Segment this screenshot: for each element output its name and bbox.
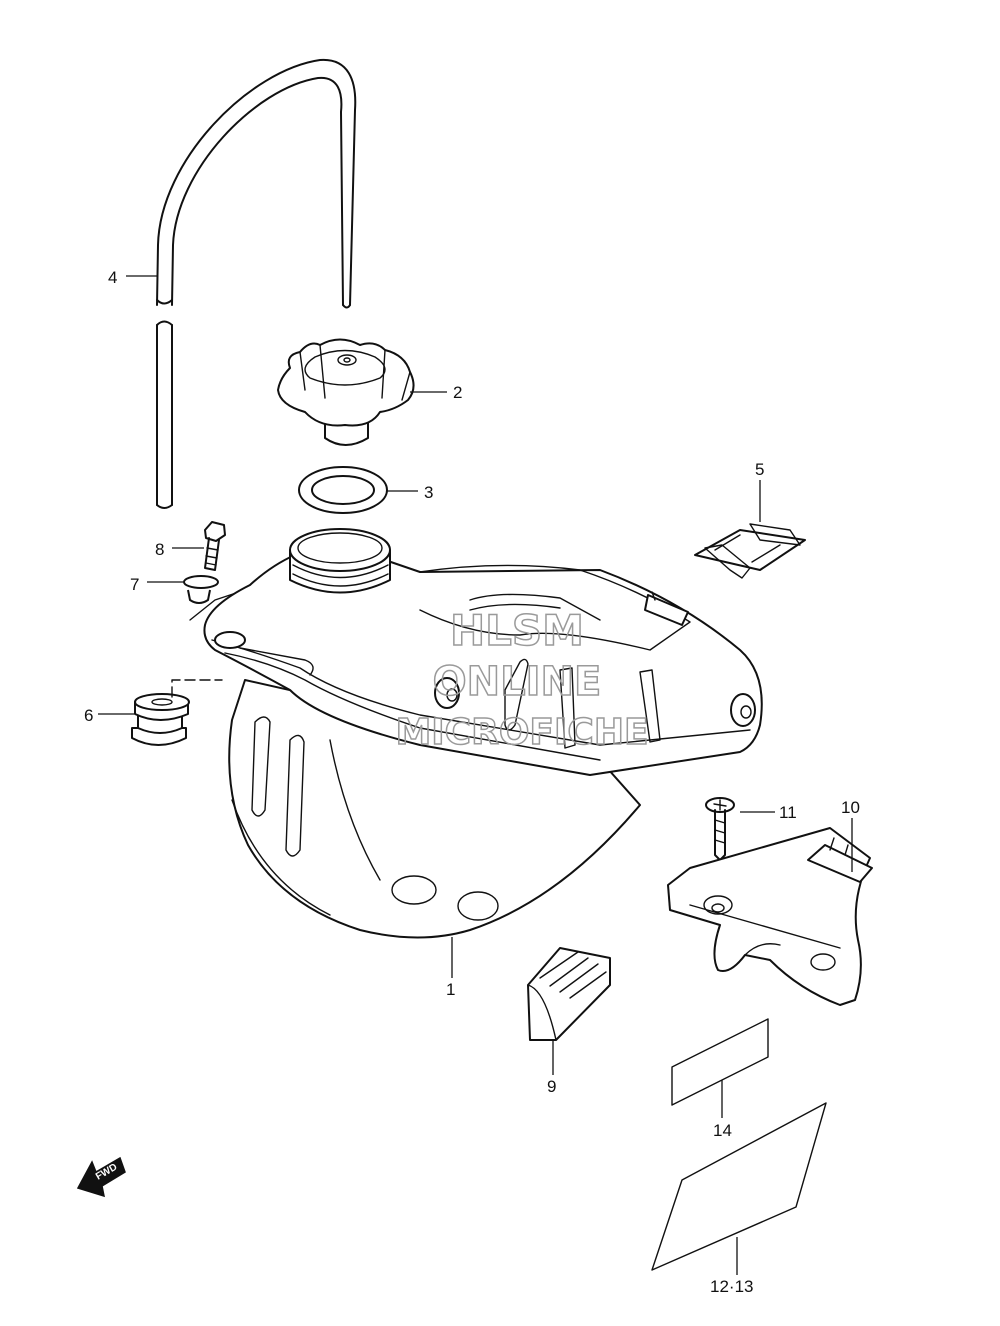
cushion-part-9[interactable] bbox=[527, 947, 611, 1041]
watermark-line-3: MICROFICHE bbox=[395, 712, 648, 753]
watermark-line-1: HLSM bbox=[450, 606, 584, 655]
callout-4: 4 bbox=[108, 268, 117, 287]
collar-part-7[interactable] bbox=[183, 575, 219, 604]
callout-9: 9 bbox=[547, 1077, 556, 1096]
callout-12-13: 12·13 bbox=[710, 1277, 753, 1296]
callout-labels: 4 2 3 5 8 7 6 11 10 1 9 14 12·13 bbox=[84, 268, 860, 1296]
label-part-12-13[interactable] bbox=[651, 1102, 827, 1271]
callout-6: 6 bbox=[84, 706, 93, 725]
label-part-14[interactable] bbox=[671, 1018, 769, 1106]
fuel-cap-part-2[interactable] bbox=[277, 338, 415, 446]
callout-1: 1 bbox=[446, 980, 455, 999]
bracket-part-10[interactable] bbox=[667, 827, 873, 1006]
gasket-part-3[interactable] bbox=[298, 466, 388, 514]
watermark-line-2: ONLINE bbox=[433, 659, 602, 705]
bolt-part-8[interactable] bbox=[204, 521, 226, 571]
forward-arrow-icon: FWD bbox=[76, 1156, 126, 1198]
grommet-part-6[interactable] bbox=[131, 693, 190, 746]
callout-8: 8 bbox=[155, 540, 164, 559]
fuel-tank-part-1[interactable] bbox=[203, 528, 763, 939]
callout-3: 3 bbox=[424, 483, 433, 502]
callout-14: 14 bbox=[713, 1121, 732, 1140]
leader-lines bbox=[98, 275, 853, 1275]
callout-11: 11 bbox=[779, 803, 797, 822]
breather-hose-part-4[interactable] bbox=[156, 58, 357, 509]
strap-buckle-part-5[interactable] bbox=[694, 523, 806, 579]
screw-part-11[interactable] bbox=[705, 797, 735, 861]
callout-7: 7 bbox=[130, 575, 139, 594]
watermark: HLSM ONLINE MICROFICHE bbox=[395, 605, 650, 754]
callout-5: 5 bbox=[755, 460, 764, 479]
callout-10: 10 bbox=[841, 798, 860, 817]
callout-2: 2 bbox=[453, 383, 462, 402]
